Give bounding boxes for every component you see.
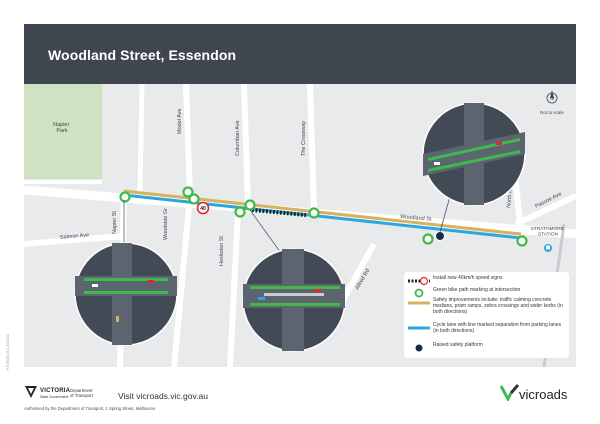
napier-park-label: Napier Park: [53, 122, 71, 134]
bike-marking-icon: [422, 233, 434, 245]
legend-item-cycle: Cycle lane with line marked separation f…: [408, 322, 563, 335]
label-north-ave: North Ave: [506, 184, 514, 209]
legend-text: Install new 40km/h speed signs: [433, 275, 503, 281]
bike-marking-icon: [244, 199, 256, 211]
north-letter: N: [550, 96, 554, 102]
speed-sign-icon: [196, 201, 210, 215]
legend-text: Raised safety platform: [433, 342, 483, 348]
napier-park-area: [24, 84, 102, 179]
victoria-subtitle: State Government: [40, 395, 69, 399]
victoria-triangle-icon: [25, 386, 37, 398]
station-line1: STRATHMORE: [531, 226, 564, 232]
vicroads-wordmark: vicroads: [519, 387, 568, 402]
legend-text: Cycle lane with line marked separation f…: [433, 322, 562, 334]
bike-marking-icon: [188, 193, 200, 205]
label-hesleden-st: Hesleden St: [219, 236, 225, 266]
intersection-detail-hesleden: [242, 248, 346, 352]
label-columban-ave: Columban Ave: [235, 120, 241, 156]
road-woodland-st: [24, 185, 576, 239]
bike-marking-icon: [516, 235, 528, 247]
bike-marking-icon: [408, 288, 430, 298]
speed-sign-value: 40: [200, 206, 206, 212]
napier-park-line2: Park: [56, 128, 68, 134]
authorisation-text: Authorised by the Department of Transpor…: [24, 406, 156, 411]
label-station: STRATHMORE STATION: [531, 226, 566, 238]
napier-park-line1: Napier: [53, 122, 69, 128]
blue-line-icon: [408, 323, 430, 333]
label-woodside-gr: Woodside Gr: [163, 208, 169, 240]
road-model-ave: [183, 84, 193, 197]
raised-platform-icon: [408, 343, 430, 353]
legend-item-bike: Green bike path marking at intersection: [408, 287, 563, 298]
station-line2: STATION: [538, 232, 559, 238]
map-canvas: Napier Park: [24, 84, 576, 367]
road-park-edge: [137, 84, 145, 193]
label-woodland-st: Woodland St: [400, 214, 432, 223]
raised-platform-icon: [435, 231, 445, 241]
intersection-detail-napier: [74, 242, 178, 346]
label-model-ave: Model Ave: [177, 108, 183, 134]
yellow-line-icon: [408, 298, 430, 308]
road-woodside-gr: [171, 195, 193, 367]
road-salmon-ave: [24, 233, 125, 247]
legend-item-safety: Safety improvements include: traffic cal…: [408, 297, 563, 315]
header-banner: Woodland Street, Essendon: [24, 24, 576, 84]
document-code: PTV9028 (V1) 2021/03: [6, 334, 10, 370]
label-napier-st: Napier St: [112, 211, 118, 234]
label-the-crossway: The Crossway: [301, 121, 307, 156]
bike-marking-icon: [234, 206, 246, 218]
victoria-wordmark: VICTORIA: [40, 388, 71, 394]
legend-item-platform: Raised safety platform: [408, 342, 563, 353]
train-station-icon: [544, 244, 552, 252]
north-arrow-icon: [546, 90, 558, 104]
road-hesleden-st: [227, 211, 241, 367]
road-pascoe-ave: [514, 193, 576, 227]
intersection-detail-north-ave: [422, 102, 526, 206]
road-the-crossway: [307, 84, 317, 213]
map-legend: Install new 40km/h speed signs Green bik…: [404, 272, 569, 358]
speed-sign-icon: [408, 276, 430, 286]
road-columban-ave: [241, 84, 251, 205]
label-salmon-ave: Salmon Ave: [60, 232, 90, 241]
bike-marking-icon: [119, 191, 131, 203]
bike-marking-icon: [308, 207, 320, 219]
project-map: Napier Park: [24, 84, 576, 367]
vicroads-logo-icon: [500, 384, 520, 401]
legend-item-speed: Install new 40km/h speed signs: [408, 275, 563, 286]
page-title: Woodland Street, Essendon: [48, 47, 237, 63]
not-to-scale-label: Not to scale: [540, 110, 564, 115]
bike-markings: [119, 186, 528, 247]
bike-marking-icon: [182, 186, 194, 198]
legend-text: Safety improvements include: traffic cal…: [433, 297, 563, 315]
legend-text: Green bike path marking at intersection: [433, 287, 521, 293]
visit-website-link[interactable]: Visit vicroads.vic.gov.au: [118, 391, 208, 401]
